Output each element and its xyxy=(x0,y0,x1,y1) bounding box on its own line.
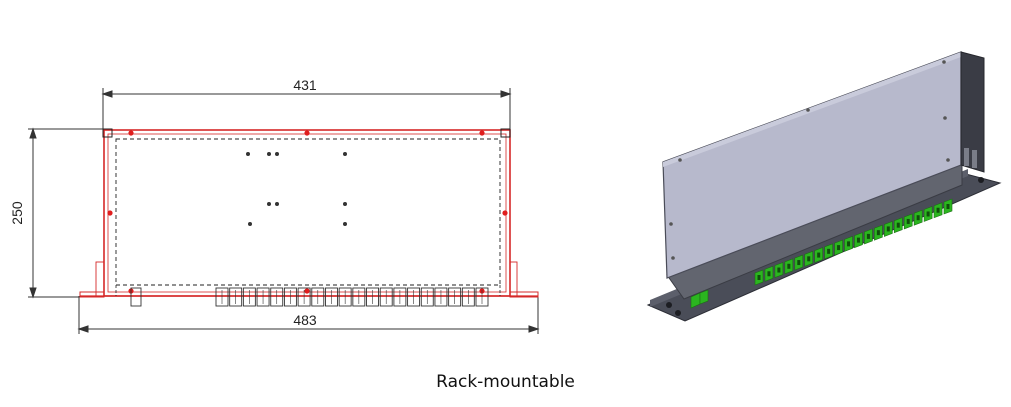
drawing-port xyxy=(270,287,284,307)
dimension-height-label: 250 xyxy=(9,201,25,225)
drawing-port xyxy=(325,287,338,307)
dimension-width-label: 431 xyxy=(293,77,317,93)
drawing-port xyxy=(379,287,393,307)
technical-drawing: 431 250 483 xyxy=(9,77,540,334)
drawing-port xyxy=(311,287,325,307)
render-port-row xyxy=(754,198,953,286)
drawing-port xyxy=(420,287,434,307)
drawing-port xyxy=(434,287,448,307)
mounting-holes xyxy=(107,130,508,294)
drawing-port xyxy=(256,287,270,307)
render-side-port xyxy=(690,289,709,309)
render-side-ear xyxy=(960,51,985,173)
drawing-port xyxy=(461,287,475,307)
drawing-port xyxy=(448,287,462,307)
product-render xyxy=(646,51,1002,322)
render-port-opening xyxy=(876,230,880,236)
render-port-opening xyxy=(926,211,930,217)
drawing-port xyxy=(352,287,366,307)
drawing-port xyxy=(242,287,256,307)
render-port-opening xyxy=(807,256,811,262)
drawing-port xyxy=(475,287,489,307)
render-port-opening xyxy=(856,237,860,243)
drawing-port xyxy=(297,287,311,307)
render-port-opening xyxy=(837,245,841,251)
render-port-opening xyxy=(896,222,900,228)
drawing-side-port xyxy=(130,287,142,307)
render-port-opening xyxy=(827,248,831,254)
drawing-port xyxy=(366,287,379,307)
render-port-opening xyxy=(916,215,920,221)
render-port-opening xyxy=(787,263,791,269)
render-port-opening xyxy=(777,267,781,273)
drawing-port-row xyxy=(215,287,489,307)
dimension-overall-width xyxy=(77,296,540,334)
dimension-height xyxy=(28,127,103,299)
drawing-port xyxy=(393,287,407,307)
render-port-opening xyxy=(886,226,890,232)
dimension-width xyxy=(101,88,512,130)
drawing-port xyxy=(407,287,421,307)
render-port-opening xyxy=(757,275,761,280)
render-port-opening xyxy=(946,204,950,209)
internal-standoffs xyxy=(246,152,347,226)
dimension-overall-width-label: 483 xyxy=(293,312,317,328)
render-port-opening xyxy=(767,271,771,277)
drawing-port xyxy=(338,287,352,307)
render-port-opening xyxy=(866,233,870,239)
render-port-opening xyxy=(936,207,940,213)
figure-caption: Rack-mountable xyxy=(436,372,575,392)
drawing-port xyxy=(283,287,297,307)
render-port-opening xyxy=(797,260,801,266)
drawing-port xyxy=(229,287,243,307)
render-port-opening xyxy=(847,241,851,247)
enclosure-outline xyxy=(79,128,539,298)
drawing-port xyxy=(215,287,229,307)
render-port-opening xyxy=(817,252,821,258)
render-port-opening xyxy=(906,218,910,224)
